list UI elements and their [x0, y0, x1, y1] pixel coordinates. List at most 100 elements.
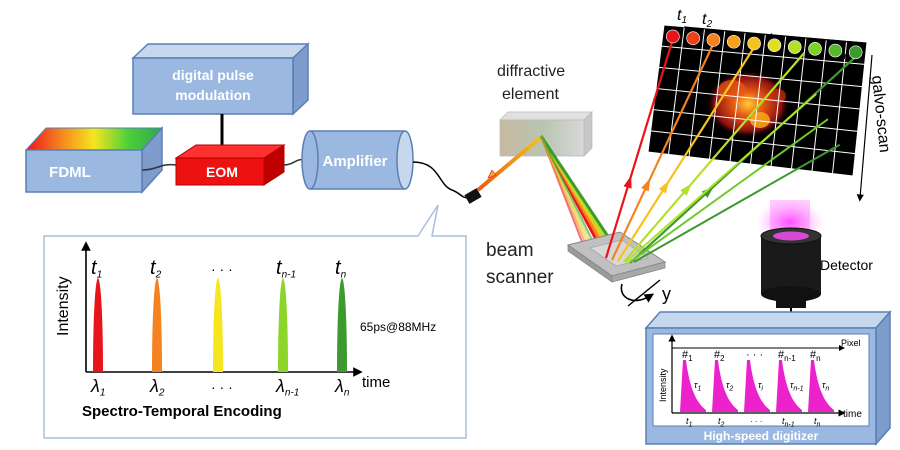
- beam-scanner-label-1: beam: [486, 240, 534, 261]
- grid-t2: t2: [702, 11, 712, 30]
- digitizer-peak-time: t2: [718, 416, 725, 428]
- grid-line: [658, 66, 863, 88]
- encoding-bottom-label: λ2: [149, 376, 165, 399]
- digitizer-peak-tau: τn: [822, 380, 829, 392]
- digitizer-peak-number: #n: [810, 349, 821, 363]
- rotation-arrow: [620, 283, 655, 303]
- digitizer-peak-number: #2: [714, 349, 725, 363]
- scan-beam-arrow: [701, 186, 714, 198]
- rotation-axis: [627, 279, 661, 307]
- digitizer-peak: [680, 360, 706, 412]
- eom-label: EOM: [206, 164, 238, 180]
- encoding-bottom-label: λn: [334, 376, 350, 399]
- grid-spot: [726, 34, 741, 49]
- scan-beam: [629, 118, 829, 263]
- scan-beam: [604, 40, 674, 259]
- eom-amp-fiber: [283, 158, 305, 166]
- fdml-box: FDML: [24, 126, 164, 194]
- diffractive-label-1: diffractive: [497, 63, 565, 80]
- galvo-label: galvo-scan: [868, 75, 893, 154]
- beam-scanner-label-2: scanner: [486, 267, 554, 288]
- diffractive-element: [499, 111, 593, 157]
- grid-spots: [666, 29, 863, 60]
- fdml-eom-fiber: [141, 163, 177, 171]
- grid-line: [647, 151, 854, 177]
- grid-spot: [706, 33, 721, 47]
- grid-spot: [808, 41, 822, 56]
- encoding-plot: Intensity time 65ps@88MHz Spectro-Tempor…: [55, 241, 436, 420]
- encoding-title: Spectro-Temporal Encoding: [82, 403, 282, 420]
- encoding-xlabel: time: [362, 374, 390, 391]
- encoding-rate: 65ps@88MHz: [360, 320, 436, 334]
- digitizer-peak-time: tn-1: [782, 416, 795, 428]
- encoding-pulse: [278, 278, 288, 372]
- digitizer-box: High-speed digitizer Intensity time Pixe…: [644, 310, 892, 446]
- encoding-top-label: t1: [91, 257, 102, 281]
- encoding-pulse: [152, 278, 162, 372]
- digitizer-peak-time: tn: [814, 416, 821, 428]
- scan-beam-arrow: [658, 180, 670, 194]
- fan-beam-inner: [540, 135, 599, 253]
- encoding-top-label: tn: [335, 257, 347, 281]
- scan-beam: [611, 44, 714, 261]
- grid-spot: [686, 31, 700, 46]
- amplifier-cylinder: Amplifier: [301, 130, 414, 190]
- eom-box: EOM: [174, 144, 286, 186]
- digitizer-label: High-speed digitizer: [704, 429, 819, 443]
- encoding-top-label: t2: [150, 257, 162, 281]
- grid-spot: [666, 29, 680, 44]
- encoding-top-label: tn-1: [276, 257, 296, 281]
- scan-beam: [623, 52, 806, 263]
- encoding-pulse: [337, 278, 347, 372]
- input-beam-arrow: [487, 169, 497, 179]
- encoding-bottom-label: λn-1: [275, 376, 299, 399]
- grid-spot: [828, 43, 843, 58]
- encoding-bottom-label: · · ·: [211, 379, 233, 395]
- grid-spot: [787, 40, 802, 54]
- galvo-arrow: [856, 54, 873, 202]
- digitizer-xlabel: time: [843, 409, 862, 420]
- grid-line: [653, 109, 858, 132]
- amp-collimator-fiber: [412, 161, 469, 199]
- grid-t1: t1: [677, 7, 687, 26]
- scan-beam: [633, 143, 841, 263]
- encoding-ylabel: Intensity: [55, 276, 72, 336]
- digitizer-peak-time: · · ·: [750, 417, 762, 426]
- digitizer-peak: [776, 360, 802, 412]
- digitizer-peak: [744, 360, 770, 412]
- amplifier-label: Amplifier: [322, 153, 387, 170]
- scan-beam: [625, 93, 817, 263]
- detector: [756, 200, 824, 308]
- scan-beam-arrow: [680, 183, 692, 196]
- scan-beams: [604, 40, 856, 264]
- collimator: [464, 188, 482, 204]
- digitizer-peak-number: #1: [682, 349, 693, 363]
- digitizer-peak: [712, 360, 738, 412]
- grid-spot: [848, 45, 863, 60]
- fdml-label: FDML: [49, 164, 91, 181]
- scan-beam: [617, 47, 755, 262]
- digitizer-peak-tau: τ1: [694, 380, 701, 392]
- detector-label: Detector: [820, 257, 873, 273]
- digitizer-peak-number: · · ·: [746, 349, 763, 361]
- scan-beam-arrow: [623, 175, 632, 189]
- digitizer-ylabel: Intensity: [658, 368, 668, 402]
- grid-line: [661, 45, 865, 65]
- encoding-pulse: [93, 278, 103, 372]
- digitizer-peak-number: #n-1: [778, 349, 796, 363]
- diffractive-label-2: element: [502, 86, 559, 103]
- grid-line: [650, 130, 856, 155]
- scan-beam-arrow: [641, 178, 651, 192]
- grid-spot: [767, 38, 782, 53]
- y-axis-label: y: [662, 284, 671, 304]
- digitizer-peak-tau: τn-1: [790, 380, 804, 392]
- grid-tdots: · · ·: [752, 25, 774, 41]
- encoding-pulse: [213, 278, 223, 372]
- digitizer-peak-time: t1: [686, 416, 693, 428]
- encoding-top-label: · · ·: [211, 261, 233, 277]
- digitizer-peak-tau: τ2: [726, 380, 733, 392]
- digitizer-peak-tau: τi: [758, 380, 763, 392]
